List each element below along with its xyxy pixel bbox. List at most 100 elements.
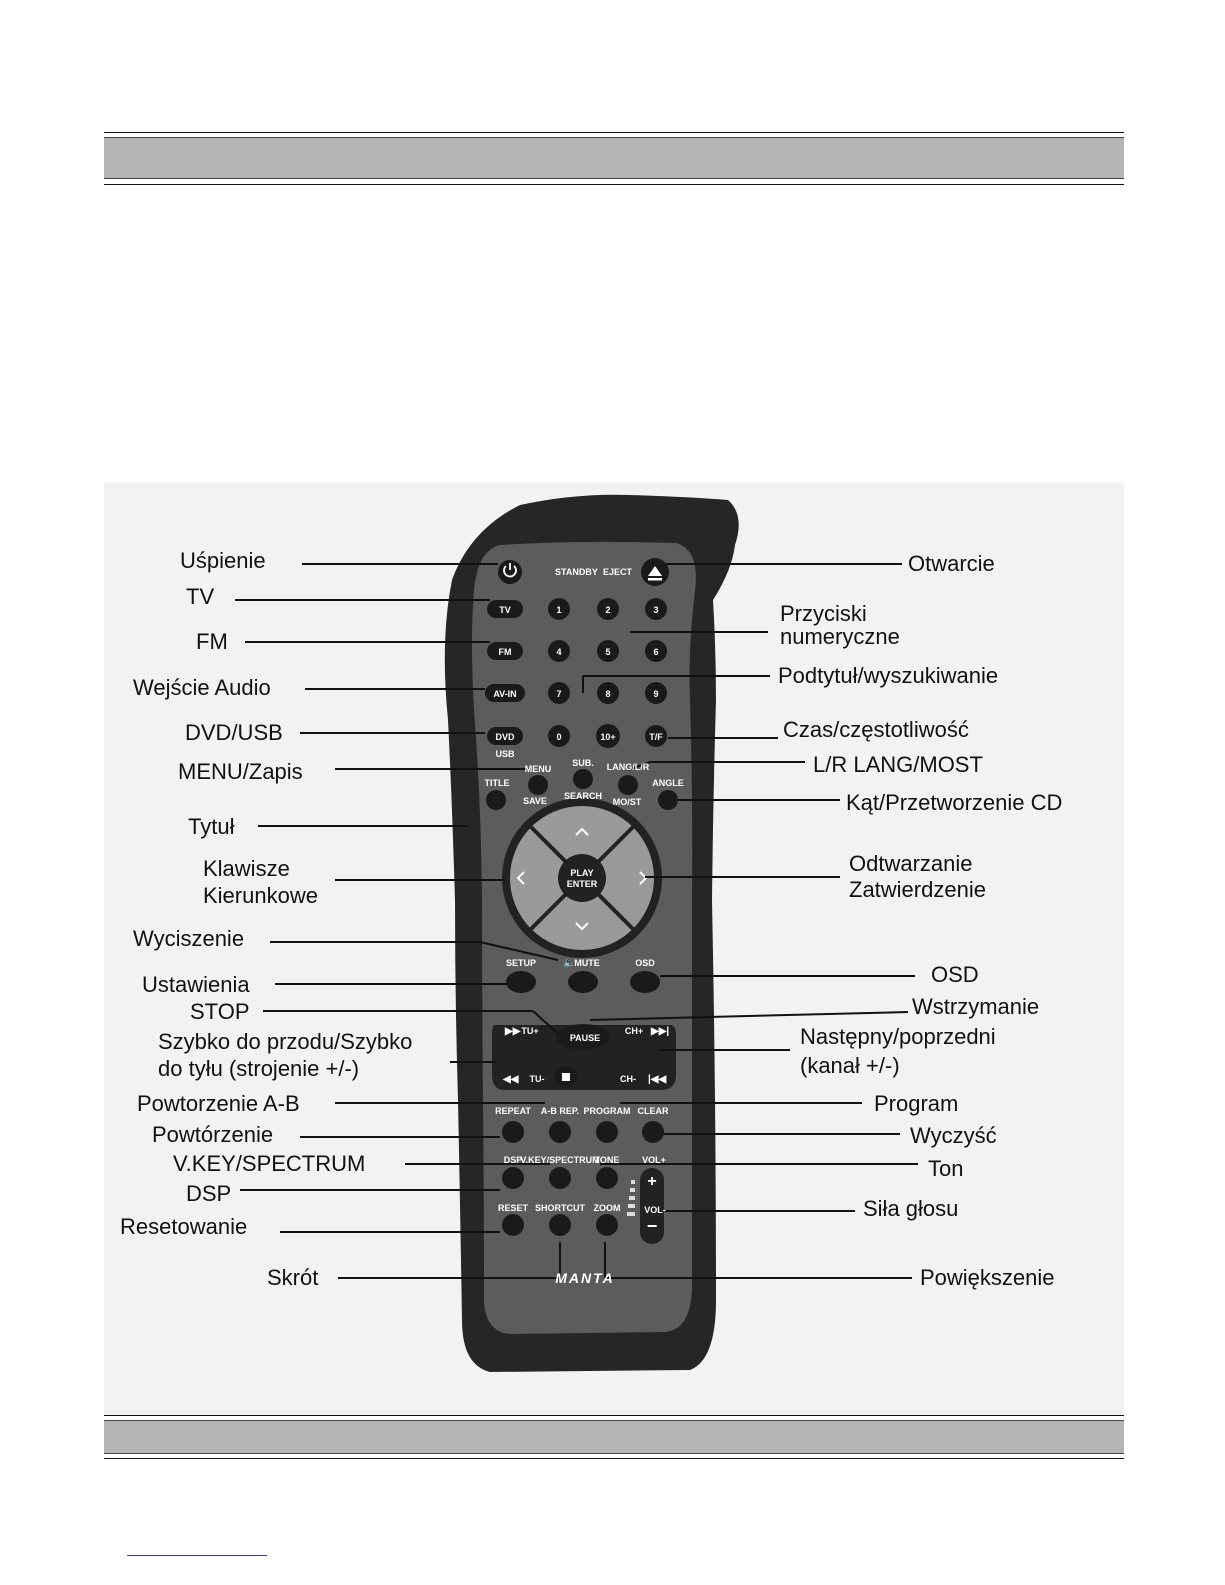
callout-ton: Ton	[928, 1156, 964, 1181]
callout-otwarcie: Otwarcie	[908, 551, 995, 576]
key-1-label: 1	[556, 605, 561, 615]
shortcut-key-label: SHORTCUT	[535, 1203, 585, 1213]
callout-skrot: Skrót	[267, 1265, 319, 1290]
leader-lines-right	[582, 563, 918, 1279]
key-2-label: 2	[605, 605, 610, 615]
key-0	[548, 725, 570, 747]
callout-powtorzenie-ab: Powtorzenie A-B	[137, 1091, 300, 1116]
key-7	[548, 682, 570, 704]
program-button	[596, 1121, 618, 1143]
callout-nastepny-line1: Następny/poprzedni	[800, 1024, 996, 1049]
callout-wyczysc: Wyczyść	[910, 1123, 997, 1148]
key-tf	[645, 725, 667, 747]
callout-uspienie: Uśpienie	[180, 548, 266, 573]
callout-tv: TV	[186, 584, 215, 609]
callout-resetowanie: Resetowanie	[120, 1214, 248, 1239]
usb-label: USB	[495, 749, 515, 759]
key-2	[597, 598, 619, 620]
reset-key-label: RESET	[498, 1203, 529, 1213]
footer-band	[104, 1415, 1124, 1462]
zoom-button	[596, 1214, 618, 1236]
callout-wejscie-audio: Wejście Audio	[133, 675, 271, 700]
key-6-label: 6	[653, 647, 658, 657]
volume-rocker	[640, 1168, 664, 1244]
tone-key-label: TONE	[595, 1155, 620, 1165]
callout-szybko-line2: do tyłu (strojenie +/-)	[158, 1056, 360, 1081]
callout-nastepny-line2: (kanał +/-)	[800, 1053, 900, 1078]
osd-button	[630, 971, 660, 993]
vol-minus-icon: −	[647, 1216, 658, 1236]
up-arrow-icon	[575, 827, 589, 836]
setup-key-label: SETUP	[506, 958, 536, 968]
callout-tytul: Tytuł	[188, 814, 235, 839]
fast-forward-icon: ▶▶	[504, 1026, 522, 1037]
tv-button	[487, 600, 523, 618]
title-key-label: TITLE	[485, 778, 510, 788]
eject-icon	[648, 566, 662, 576]
fm-key-label: FM	[499, 647, 512, 657]
avin-key-label: AV-IN	[493, 689, 516, 699]
down-arrow-icon	[575, 922, 589, 931]
callout-przyciski-line1: Przyciski	[780, 601, 867, 626]
play-label: PLAY	[570, 868, 593, 878]
header-band	[104, 132, 1124, 188]
key-1	[548, 598, 570, 620]
callout-fm: FM	[196, 629, 228, 654]
key-6	[645, 640, 667, 662]
left-arrow-icon	[516, 871, 525, 885]
callout-dvd-usb: DVD/USB	[185, 720, 283, 745]
volplus-key-label: VOL+	[642, 1155, 666, 1165]
key-5-label: 5	[605, 647, 610, 657]
key-tf-label: T/F	[649, 732, 663, 742]
next-icon: ▶▶|	[650, 1026, 669, 1037]
callout-klawisze: Klawisze	[203, 856, 290, 881]
mute-button	[568, 971, 598, 993]
callout-ustawienia: Ustawienia	[142, 972, 250, 997]
callout-wyciszenie: Wyciszenie	[133, 926, 245, 951]
mute-key-label: MUTE	[574, 958, 600, 968]
key-0-label: 0	[556, 732, 561, 742]
key-3-label: 3	[653, 605, 658, 615]
standby-button	[498, 560, 522, 584]
dsp-button	[502, 1167, 524, 1189]
key-7-label: 7	[556, 689, 561, 699]
clear-key-label: CLEAR	[638, 1106, 669, 1116]
chminus-key-label: CH-	[620, 1074, 636, 1084]
key-8-label: 8	[605, 689, 610, 699]
previous-icon: |◀◀	[648, 1074, 666, 1085]
repeat-button	[502, 1121, 524, 1143]
search-key-label: SEARCH	[564, 791, 602, 801]
callout-czas: Czas/częstotliwość	[783, 717, 969, 742]
angle-button	[658, 790, 678, 810]
callout-lr-lang: L/R LANG/MOST	[813, 752, 983, 777]
key-3	[645, 598, 667, 620]
key-8	[597, 682, 619, 704]
play-enter-button	[558, 854, 606, 902]
volminus-key-label: VOL-	[644, 1205, 666, 1215]
ab-repeat-button	[549, 1121, 571, 1143]
vol-plus-icon: +	[647, 1173, 656, 1190]
callout-kierunkowe: Kierunkowe	[203, 883, 318, 908]
chplus-key-label: CH+	[625, 1026, 643, 1036]
enter-label: ENTER	[567, 879, 598, 889]
callout-osd: OSD	[931, 962, 979, 987]
key-4-label: 4	[556, 647, 561, 657]
dvd-key-label: DVD	[495, 732, 515, 742]
fast-rewind-icon: ◀◀	[502, 1074, 519, 1085]
abrep-key-label: A-B REP.	[541, 1106, 579, 1116]
callout-sila-glosu: Siła głosu	[863, 1196, 959, 1221]
menu-key-label: MENU	[525, 764, 552, 774]
key-5	[597, 640, 619, 662]
footer-link-underline	[127, 1555, 267, 1556]
tuplus-key-label: TU+	[521, 1026, 538, 1036]
callout-kat: Kąt/Przetworzenie CD	[846, 790, 1063, 815]
key-10plus	[596, 724, 620, 748]
shortcut-button	[549, 1214, 571, 1236]
most-key-label: MO/ST	[613, 797, 642, 807]
save-key-label: SAVE	[523, 796, 547, 806]
callout-podtytul: Podtytuł/wyszukiwanie	[778, 663, 999, 688]
zoom-key-label: ZOOM	[594, 1203, 621, 1213]
callout-vkey: V.KEY/SPECTRUM	[173, 1151, 366, 1176]
dsp-key-label: DSP	[504, 1155, 523, 1165]
dvd-button	[487, 727, 523, 745]
